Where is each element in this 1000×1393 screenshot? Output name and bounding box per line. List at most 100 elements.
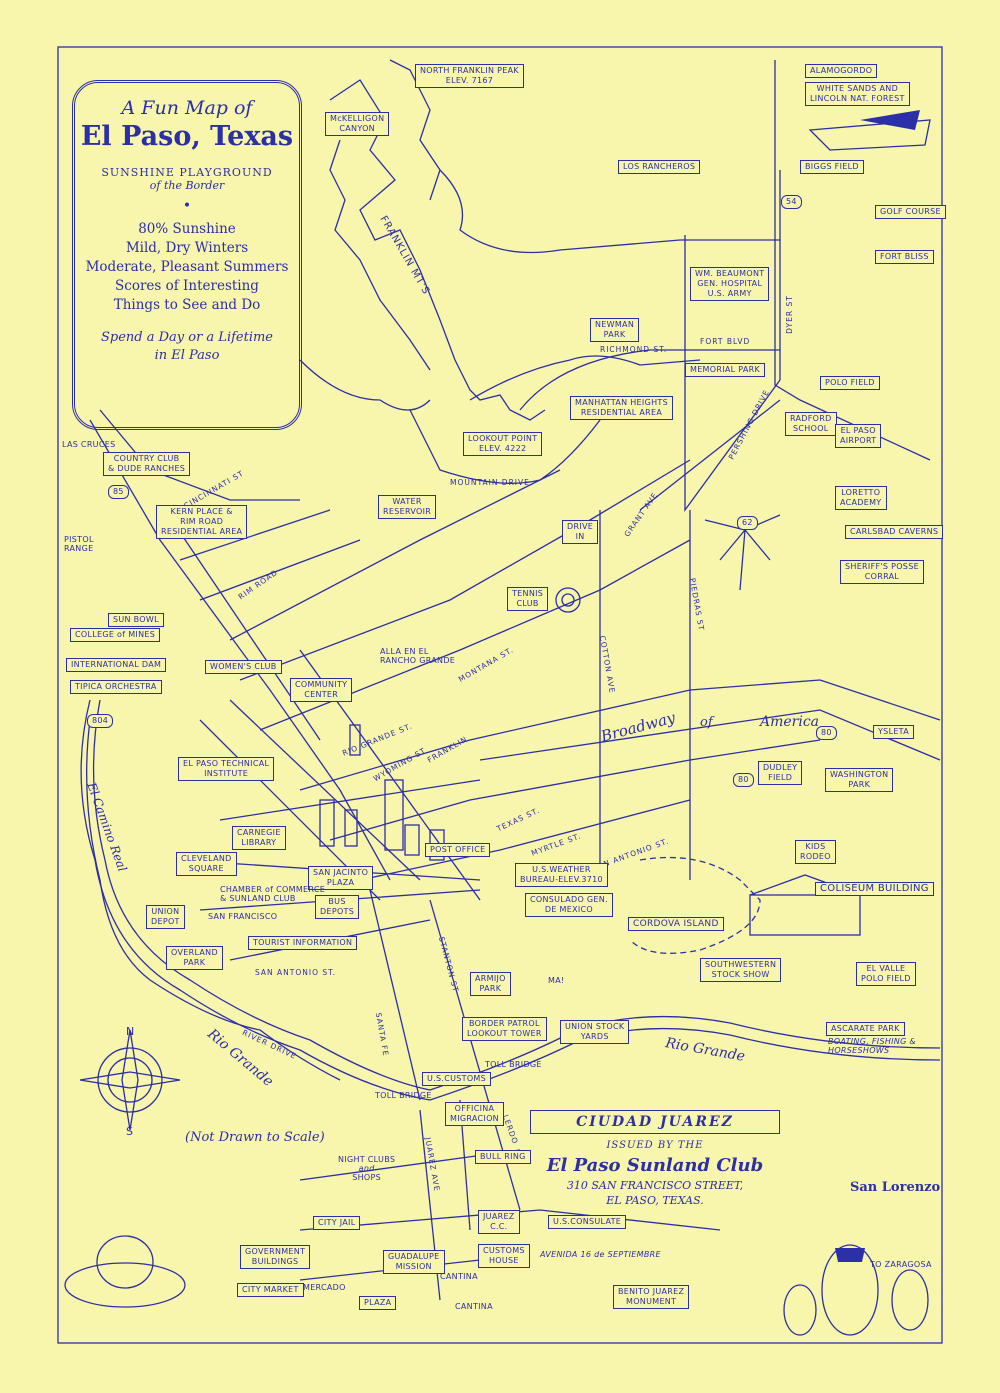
- label-us-customs: U.S.CUSTOMS: [422, 1072, 492, 1086]
- fact-item: Mild, Dry Winters: [125, 240, 249, 256]
- label-coliseum-building: COLISEUM BUILDING: [815, 882, 934, 896]
- fact-item: 80% Sunshine: [138, 221, 236, 237]
- label-san-francisco: SAN FRANCISCO: [208, 912, 278, 921]
- label-san-antonio-st-2: SAN ANTONIO ST.: [255, 968, 337, 977]
- label-chamber-of-commerce: CHAMBER of COMMERCE& SUNLAND CLUB: [220, 885, 326, 903]
- map-title: El Paso, Texas: [80, 121, 294, 152]
- san-lorenzo-label: San Lorenzo: [850, 1180, 941, 1195]
- address: 310 SAN FRANCISCO STREET, EL PASO, TEXAS…: [530, 1178, 780, 1208]
- title-cartouche: A Fun Map of El Paso, Texas SUNSHINE PLA…: [72, 80, 302, 430]
- label-post-office: POST OFFICE: [425, 843, 491, 857]
- label-country-club: COUNTRY CLUB& DUDE RANCHES: [103, 452, 191, 476]
- fact-item: Things to See and Do: [113, 297, 261, 313]
- facts-list: 80% Sunshine Mild, Dry Winters Moderate,…: [75, 220, 299, 315]
- label-fort-blvd: FORT BLVD: [700, 337, 751, 346]
- to-zaragosa-label: TO ZARAGOSA: [870, 1260, 932, 1269]
- label-cantina: CANTINA: [440, 1272, 478, 1281]
- label-ascarate-park: ASCARATE PARK: [826, 1022, 905, 1036]
- label-cantina-2: CANTINA: [455, 1302, 493, 1311]
- ciudad-juarez-banner: CIUDAD JUAREZ: [530, 1110, 780, 1134]
- label-international-dam: INTERNATIONAL DAM: [66, 658, 167, 672]
- route-shield-54: 54: [781, 195, 802, 209]
- label-plaza: PLAZA: [359, 1296, 397, 1310]
- issued-by: ISSUED BY THE: [606, 1140, 704, 1151]
- tagline-line-1: Spend a Day or a Lifetime: [100, 330, 274, 345]
- tagline-line-2: in El Paso: [154, 348, 220, 363]
- label-cordova-island: CORDOVA ISLAND: [628, 917, 724, 931]
- label-las-cruces: LAS CRUCES: [62, 440, 116, 449]
- route-shield-85: 85: [108, 485, 129, 499]
- route-shield-804: 804: [87, 714, 114, 728]
- label-city-jail: CITY JAIL: [313, 1216, 361, 1230]
- label-mercado: MERCADO: [303, 1283, 346, 1292]
- label-toll-bridge-2: TOLL BRIDGE: [485, 1060, 542, 1069]
- compass-n: N: [126, 1025, 135, 1038]
- bullet: •: [182, 198, 192, 214]
- tagline: Spend a Day or a Lifetime in El Paso: [75, 329, 299, 365]
- fact-item: Moderate, Pleasant Summers: [85, 259, 289, 275]
- label-tipica-orchestra: TIPICA ORCHESTRA: [70, 680, 162, 694]
- not-to-scale-note: (Not Drawn to Scale): [185, 1130, 325, 1145]
- label-bull-ring: BULL RING: [475, 1150, 531, 1164]
- fact-item: Scores of Interesting: [115, 278, 259, 294]
- label-ma: MA!: [548, 976, 565, 985]
- label-us-consulate: U.S.CONSULATE: [548, 1215, 627, 1229]
- label-sun-bowl: SUN BOWL: [108, 613, 164, 627]
- route-shield-80: 80: [733, 773, 754, 787]
- label-los-rancheros: LOS RANCHEROS: [618, 160, 701, 174]
- label-city-market: CITY MARKET: [237, 1283, 304, 1297]
- label-avenida-16-septiembre: AVENIDA 16 de SEPTIEMBRE: [540, 1250, 661, 1259]
- label-ysleta: YSLETA: [873, 725, 915, 739]
- label-biggs-field: BIGGS FIELD: [800, 160, 864, 174]
- label-tourist-information: TOURIST INFORMATION: [248, 936, 358, 950]
- label-richmond-st: RICHMOND ST.: [600, 345, 668, 354]
- address-line-2: EL PASO, TEXAS.: [606, 1194, 704, 1207]
- subtitle: SUNSHINE PLAYGROUND: [101, 166, 273, 179]
- label-of: of: [700, 715, 713, 730]
- label-dyer-st: DYER ST: [784, 295, 794, 334]
- route-shield-62: 62: [737, 516, 758, 530]
- subtitle-2: of the Border: [149, 179, 225, 192]
- label-consulado-mexico: CONSULADO GEN.DE MEXICO: [525, 893, 613, 917]
- label-memorial-park: MEMORIAL PARK: [685, 363, 766, 377]
- label-golf-course: GOLF COURSE: [875, 205, 946, 219]
- label-womens-club: WOMEN'S CLUB: [205, 660, 282, 674]
- label-alamogordo: ALAMOGORDO: [805, 64, 878, 78]
- address-line-1: 310 SAN FRANCISCO STREET,: [566, 1179, 744, 1192]
- label-toll-bridge: TOLL BRIDGE: [375, 1091, 432, 1100]
